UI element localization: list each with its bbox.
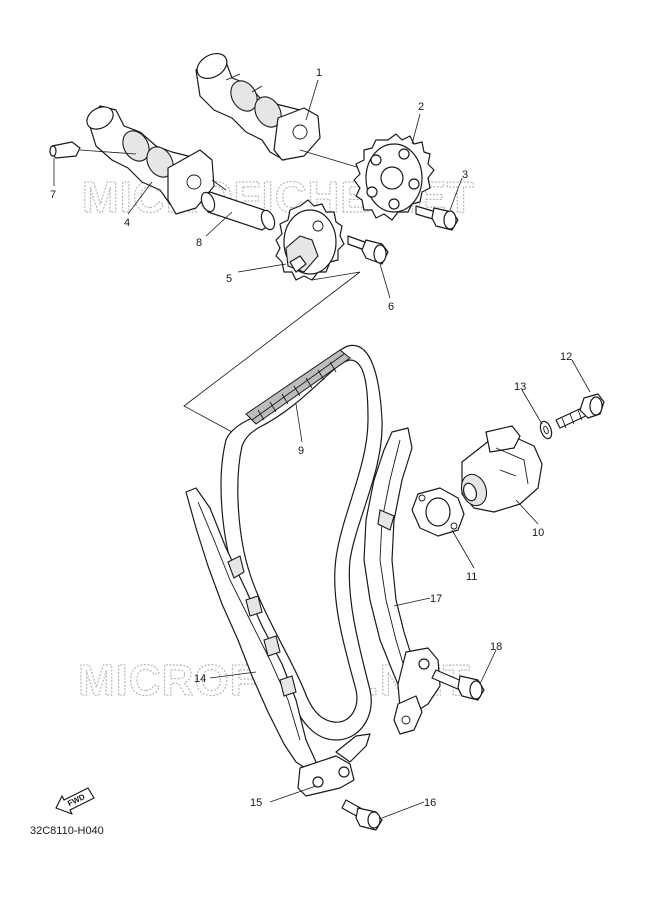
timing-chain	[220, 344, 383, 741]
guide-bolt-lower	[341, 799, 383, 831]
assembly-guide-line	[183, 271, 361, 433]
callout-4: 4	[124, 217, 130, 229]
callout-11: 11	[466, 571, 477, 583]
camshaft-exhaust	[195, 52, 321, 161]
callout-14: 14	[194, 673, 206, 685]
callout-leaders	[53, 79, 591, 819]
callout-10: 10	[532, 527, 544, 539]
callout-6: 6	[388, 301, 394, 313]
chain-tensioner	[460, 425, 543, 513]
callout-17: 17	[430, 593, 442, 605]
sprocket-bolt-intake	[347, 235, 389, 265]
sprocket-shaft	[200, 149, 361, 231]
callout-labels: 1 2 3 4 5 6 7 8 9 10 11 12 13 14 15 16 1…	[50, 67, 572, 809]
guide-bolt-upper	[431, 669, 485, 701]
callout-18: 18	[490, 641, 502, 653]
sprocket-bolt-exhaust	[415, 205, 459, 231]
dowel-pin	[49, 141, 137, 159]
callout-9: 9	[298, 445, 304, 457]
callout-15: 15	[250, 797, 262, 809]
tensioner-gasket	[411, 487, 465, 537]
callout-2: 2	[418, 101, 424, 113]
cam-sprocket-exhaust	[353, 133, 435, 221]
tensioner-washer	[539, 420, 553, 440]
drawing-code: 32C8110-H040	[30, 825, 104, 837]
callout-12: 12	[560, 351, 572, 363]
callout-16: 16	[424, 797, 436, 809]
chain-guide-tensioner	[363, 427, 441, 735]
cam-sprocket-intake	[275, 199, 345, 281]
callout-13: 13	[514, 381, 526, 393]
tensioner-bolt	[555, 393, 605, 429]
callout-8: 8	[196, 237, 202, 249]
callout-7: 7	[50, 189, 56, 201]
forward-arrow-icon: FWD	[55, 787, 95, 815]
callout-5: 5	[226, 273, 232, 285]
callout-1: 1	[316, 67, 322, 79]
callout-3: 3	[462, 169, 468, 181]
guide-stopper	[297, 733, 371, 797]
